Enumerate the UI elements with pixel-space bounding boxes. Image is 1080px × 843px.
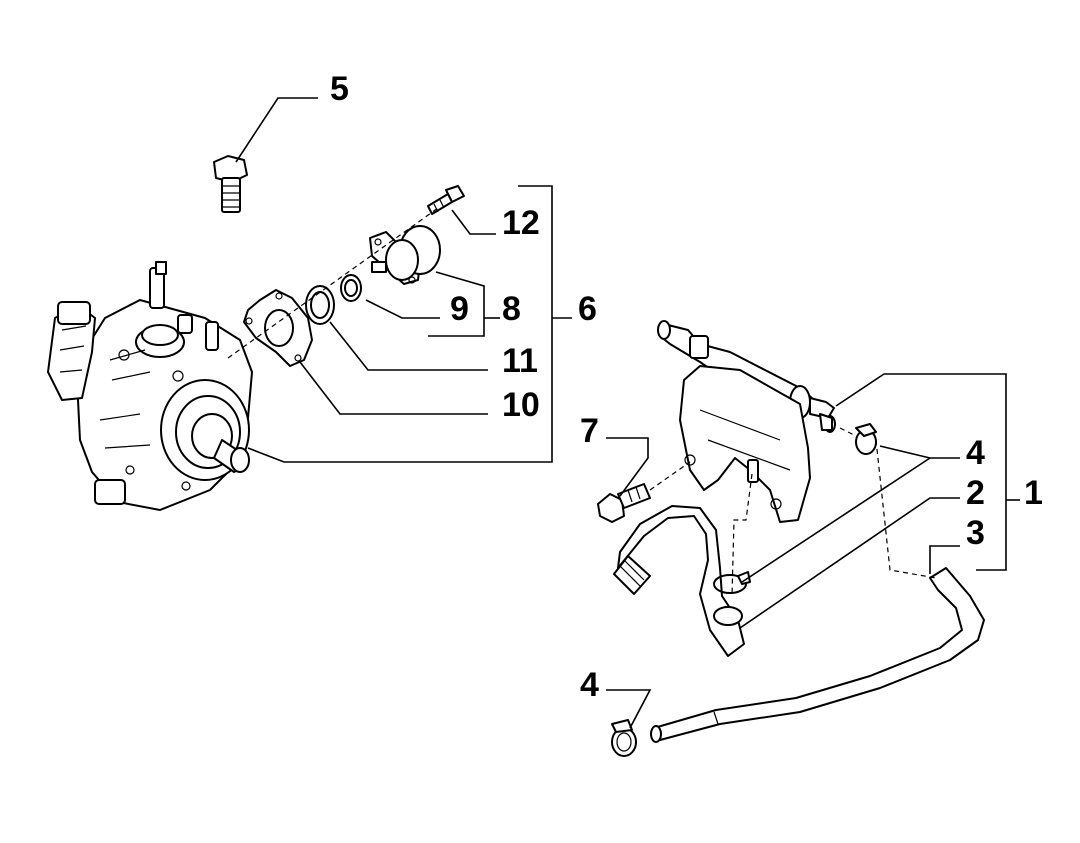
o-ring-11 — [305, 285, 335, 325]
alignment-line-hose-3 — [875, 439, 937, 579]
clamp-4-middle — [713, 571, 751, 594]
clamp-4-lower — [611, 719, 637, 757]
callout-4-lower: 4 — [580, 666, 599, 704]
screw-12 — [427, 185, 465, 215]
callout-3: 3 — [966, 514, 985, 552]
callout-12: 12 — [502, 204, 540, 242]
filter-bracket-assembly — [657, 320, 836, 523]
alignment-line-bolt-7 — [649, 461, 691, 491]
alignment-line-clamp — [839, 427, 857, 437]
callout-6: 6 — [578, 290, 597, 328]
callout-5: 5 — [330, 70, 349, 108]
bolt-7 — [597, 483, 651, 523]
pressure-regulator-8 — [369, 225, 441, 285]
clamp-4-upper — [855, 423, 877, 455]
leader-lines — [235, 97, 1020, 729]
high-pressure-pump — [47, 261, 253, 511]
bolt-5 — [213, 155, 248, 213]
callout-2: 2 — [966, 474, 985, 512]
alignment-line-regulator — [227, 207, 439, 359]
callout-10: 10 — [502, 386, 540, 424]
hose-3 — [650, 567, 985, 743]
callout-8: 8 — [502, 290, 521, 328]
hose-2 — [613, 505, 745, 657]
callout-9: 9 — [450, 290, 469, 328]
gasket-10 — [243, 289, 313, 367]
callout-11: 11 — [502, 342, 538, 380]
o-ring-9 — [340, 274, 362, 302]
callout-1: 1 — [1024, 474, 1043, 512]
callout-4-upper: 4 — [966, 434, 985, 472]
callout-7: 7 — [580, 412, 599, 450]
